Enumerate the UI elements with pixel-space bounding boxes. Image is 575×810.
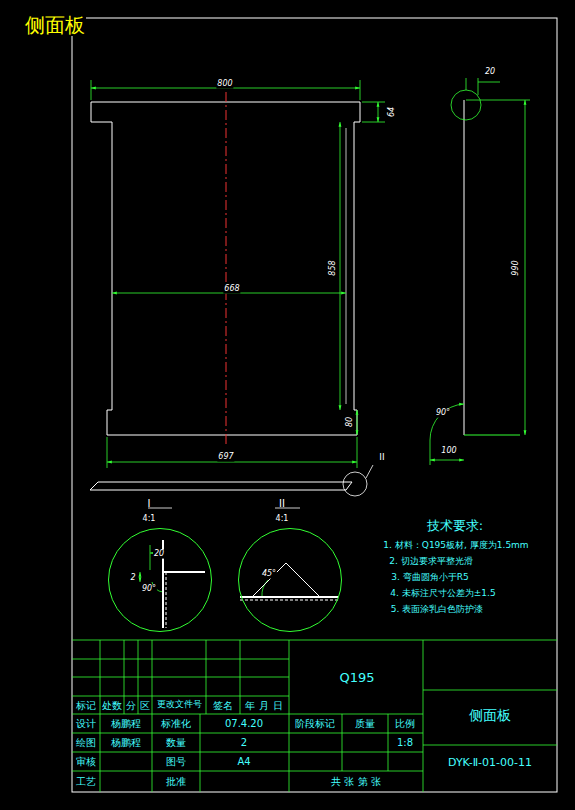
dimension: 20: [484, 68, 496, 77]
drawing-number: DYK-Ⅱ-01-00-11: [447, 757, 533, 769]
dimension: 20: [153, 550, 165, 559]
table-cell: 标准化: [160, 718, 192, 729]
detail-scale: 4:1: [275, 515, 290, 524]
dimension: 90°: [435, 409, 451, 418]
table-cell: 设计: [75, 718, 97, 729]
note-line: 3. 弯曲圆角小于R5: [390, 573, 469, 583]
detail-callout: II: [378, 453, 385, 463]
table-cell: 07.4.20: [224, 718, 264, 729]
table-cell: 杨鹏程: [110, 737, 142, 748]
table-cell: 比例: [394, 718, 416, 729]
note-line: 5. 表面涂乳白色防护漆: [390, 605, 484, 615]
detail-circle: II4:145°: [238, 528, 342, 632]
dimension: 668: [223, 285, 240, 294]
dimension: 990: [512, 259, 521, 276]
dimension: 64: [388, 106, 397, 118]
note-line: 1. 材料：Q195板材, 厚度为1.5mm: [382, 541, 529, 551]
table-cell: 1:8: [396, 737, 414, 748]
table-cell: 年: [244, 700, 256, 711]
table-cell: 图号: [165, 756, 187, 767]
sheet-title: 侧面板: [24, 14, 86, 36]
dimension: 90°: [141, 585, 157, 594]
dimension: 80: [346, 416, 355, 428]
table-cell: 工艺: [75, 776, 97, 787]
note-line: 2. 切边要求平整光滑: [388, 557, 473, 567]
drawing-name: 侧面板: [468, 708, 512, 723]
material-cell: Q195: [338, 671, 375, 685]
table-cell: 日: [272, 700, 284, 711]
notes-heading: 技术要求:: [426, 519, 484, 533]
dimension: 800: [216, 80, 233, 89]
dimension: 697: [217, 453, 234, 462]
detail-mark: II: [278, 498, 286, 509]
table-cell: 审核: [75, 756, 97, 767]
detail-circle: I4:120290°: [108, 528, 212, 632]
table-cell: 批准: [165, 776, 187, 787]
detail-scale: 4:1: [142, 515, 157, 524]
dimension: 45°: [261, 570, 277, 579]
table-cell: 处数: [101, 700, 123, 711]
table-cell: 数量: [165, 737, 187, 748]
table-cell: 区: [139, 700, 151, 711]
dimension: 100: [440, 447, 457, 456]
dimension: 2: [129, 574, 136, 583]
table-cell: 月: [258, 700, 270, 711]
table-cell: 杨鹏程: [110, 718, 142, 729]
table-cell: 更改文件号: [156, 700, 203, 710]
table-cell: 标记: [75, 700, 97, 711]
detail-mark: I: [147, 498, 152, 509]
table-cell: 分: [125, 700, 137, 711]
table-cell: 质量: [354, 718, 376, 729]
table-cell: 绘图: [75, 737, 97, 748]
table-cell: 共 张 第 张: [330, 776, 382, 787]
note-line: 4. 未标注尺寸公差为±1.5: [389, 589, 496, 599]
table-cell: 2: [240, 737, 248, 748]
dimension: 858: [329, 259, 338, 276]
table-cell: 阶段标记: [294, 718, 336, 729]
table-cell: 签名: [212, 700, 234, 711]
table-cell: A4: [236, 756, 251, 767]
